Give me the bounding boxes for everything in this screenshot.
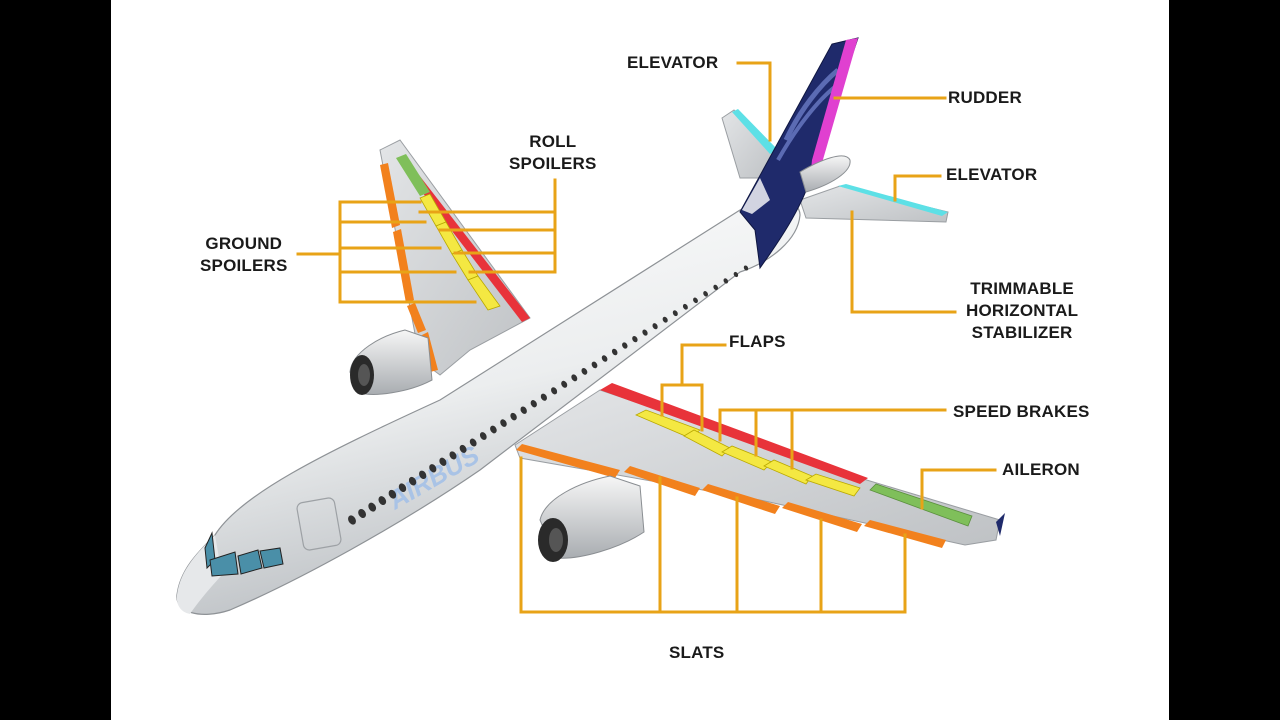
- passenger-window: [561, 380, 568, 388]
- passenger-window: [408, 476, 417, 486]
- label-ground-spoilers: GROUND SPOILERS: [200, 234, 288, 275]
- passenger-window: [469, 438, 477, 447]
- passenger-window: [632, 335, 638, 343]
- passenger-window: [479, 432, 487, 440]
- passenger-window: [642, 329, 648, 336]
- right-engine: [538, 475, 645, 562]
- passenger-window: [703, 291, 708, 297]
- passenger-window: [723, 278, 729, 284]
- left-elevator: [732, 109, 778, 154]
- passenger-window: [510, 412, 517, 421]
- passenger-window: [682, 303, 688, 310]
- passenger-window: [490, 425, 497, 434]
- passenger-window: [713, 284, 719, 291]
- label-trimmable-horizontal-stabilizer: TRIMMABLE HORIZONTAL STABILIZER: [966, 279, 1079, 342]
- passenger-window: [743, 265, 749, 271]
- left-aileron: [396, 154, 430, 196]
- passenger-window: [591, 361, 598, 369]
- right-wing-red-strip: [600, 383, 868, 484]
- passenger-window: [672, 310, 678, 317]
- passenger-window: [571, 374, 578, 382]
- aircraft-diagram: AIRBUS: [176, 37, 1005, 615]
- diagram-canvas: AIRBUS: [111, 0, 1169, 720]
- fuselage-windows: [348, 265, 749, 525]
- leader-lines: [296, 61, 997, 614]
- passenger-window: [439, 457, 447, 466]
- right-elevator: [838, 184, 948, 216]
- label-flaps: FLAPS: [729, 332, 786, 351]
- rudder-surface: [810, 38, 858, 180]
- passenger-window: [540, 393, 547, 401]
- passenger-window: [500, 419, 507, 427]
- horizontal-stabilizer: [721, 109, 949, 223]
- passenger-window: [520, 406, 527, 414]
- passenger-window: [348, 515, 356, 525]
- passenger-window: [378, 496, 387, 506]
- label-speed-brakes: SPEED BRAKES: [953, 402, 1090, 421]
- passenger-window: [611, 348, 618, 356]
- passenger-window: [662, 316, 668, 323]
- passenger-window: [388, 489, 397, 499]
- label-aileron: AILERON: [1002, 460, 1080, 479]
- passenger-window: [358, 508, 367, 519]
- right-flaps-and-spoilers: [635, 409, 861, 497]
- passenger-window: [449, 451, 457, 460]
- passenger-window: [693, 297, 698, 304]
- passenger-window: [398, 483, 407, 493]
- passenger-window: [622, 342, 628, 349]
- vertical-tail: [739, 37, 859, 270]
- label-rudder: RUDDER: [948, 88, 1022, 107]
- passenger-window: [419, 470, 427, 480]
- passenger-window: [429, 464, 437, 473]
- label-elevator-right: ELEVATOR: [946, 165, 1038, 184]
- label-elevator-top: ELEVATOR: [627, 53, 719, 72]
- left-engine: [349, 329, 433, 395]
- passenger-window: [733, 271, 739, 278]
- fuselage: AIRBUS: [176, 199, 801, 615]
- label-slats: SLATS: [669, 643, 725, 662]
- passenger-window: [368, 502, 377, 512]
- passenger-window: [551, 387, 558, 395]
- passenger-window: [530, 400, 537, 408]
- passenger-window: [652, 323, 658, 330]
- passenger-window: [459, 444, 467, 453]
- label-roll-spoilers: ROLL SPOILERS: [509, 132, 597, 173]
- passenger-window: [601, 355, 608, 362]
- passenger-window: [581, 368, 588, 375]
